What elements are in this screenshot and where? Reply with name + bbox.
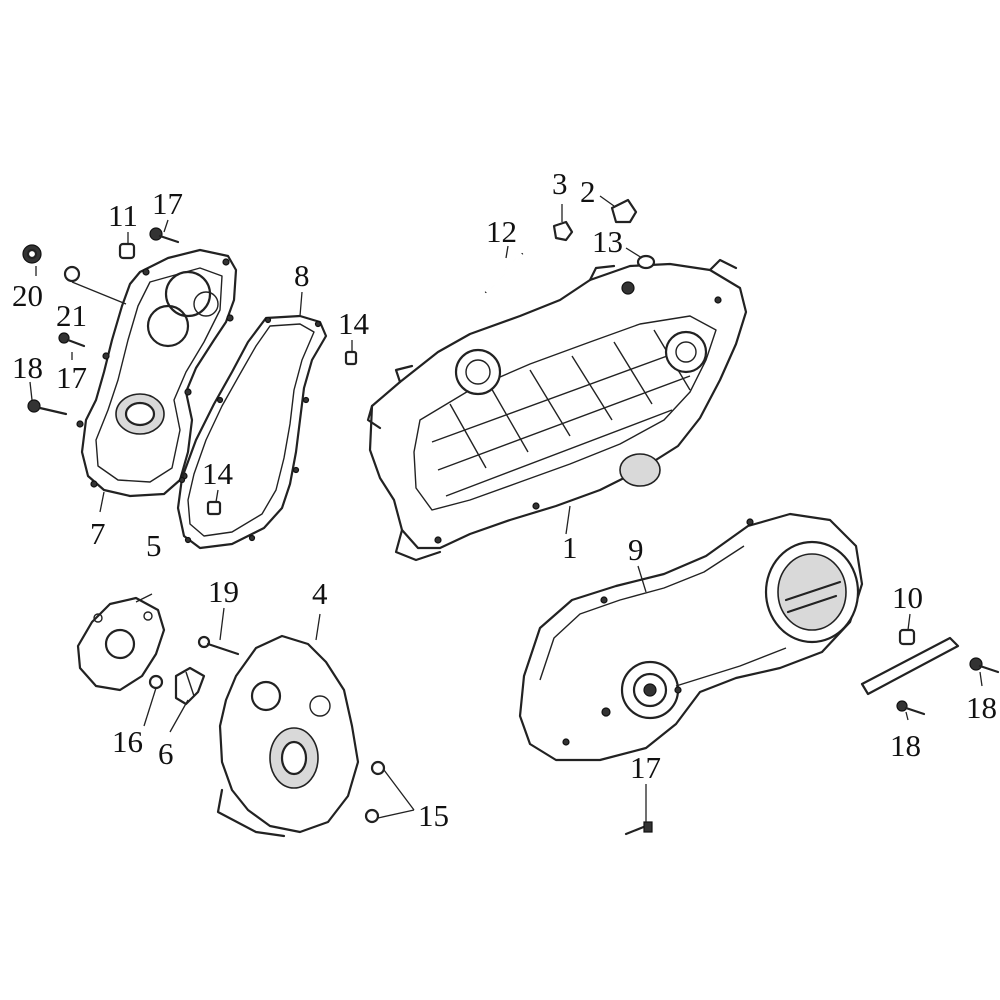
fasteners xyxy=(22,198,1000,836)
callout-labels: 1 2 3 4 5 6 7 8 9 10 11 12 13 14 14 15 1… xyxy=(12,166,997,833)
callout-9: 9 xyxy=(628,532,644,567)
callout-19: 19 xyxy=(208,574,239,609)
callout-21: 21 xyxy=(56,298,87,333)
leader-lines xyxy=(29,195,983,822)
part-3-screw-icon xyxy=(552,220,574,242)
part-19-bolt-icon xyxy=(197,635,240,656)
callout-14-upper: 14 xyxy=(338,306,370,341)
callout-6: 6 xyxy=(158,736,174,771)
part-8-gasket xyxy=(176,314,328,550)
part-13-grommet-icon xyxy=(636,254,656,270)
callout-5: 5 xyxy=(146,528,162,563)
part-11-nut-icon xyxy=(118,242,136,260)
part-17-bolt-left-icon xyxy=(58,332,86,348)
callout-2: 2 xyxy=(580,174,596,209)
callout-3: 3 xyxy=(552,166,568,201)
part-10-bracket-plate xyxy=(860,628,960,696)
callout-17-top: 17 xyxy=(152,186,183,221)
callout-11: 11 xyxy=(108,198,138,233)
part-1-crankcase xyxy=(366,258,748,562)
part-14-dowel-upper-icon xyxy=(344,350,358,366)
callout-10: 10 xyxy=(892,580,923,615)
callout-4: 4 xyxy=(312,576,328,611)
part-20-nut-icon xyxy=(22,244,42,264)
callout-15: 15 xyxy=(418,798,449,833)
part-2-clip-icon xyxy=(610,198,638,224)
callout-18-left: 18 xyxy=(12,350,43,385)
callout-13: 13 xyxy=(592,224,623,259)
part-21-washer-icon xyxy=(63,265,81,283)
part-7-inner-cover xyxy=(76,248,238,498)
callout-17-left: 17 xyxy=(56,360,87,395)
callout-16: 16 xyxy=(112,724,143,759)
part-18-bolt-bottom-icon xyxy=(896,700,926,716)
callout-18-bottom: 18 xyxy=(890,728,921,763)
part-9-outer-cover xyxy=(518,512,864,762)
callout-7: 7 xyxy=(90,516,106,551)
callout-12: 12 xyxy=(486,214,517,249)
part-14-dowel-lower-icon xyxy=(206,500,222,516)
callout-18-right: 18 xyxy=(966,690,997,725)
part-5-gasket-plate xyxy=(76,596,166,692)
callout-17-bottom: 17 xyxy=(630,750,661,785)
part-16-bolt-icon xyxy=(148,674,164,690)
part-18-bolt-left-icon xyxy=(27,399,68,416)
callout-8: 8 xyxy=(294,258,310,293)
part-17-bolt-bottom-icon xyxy=(624,821,653,836)
part-12-pin-icon xyxy=(484,252,524,294)
part-17-bolt-top-icon xyxy=(149,227,180,244)
part-18-bolt-right-icon xyxy=(969,657,1000,674)
part-4-transmission-cover xyxy=(216,634,386,838)
callout-20: 20 xyxy=(12,278,43,313)
callout-14-lower: 14 xyxy=(202,456,234,491)
part-6-bracket xyxy=(174,666,206,706)
callout-1: 1 xyxy=(562,530,578,565)
